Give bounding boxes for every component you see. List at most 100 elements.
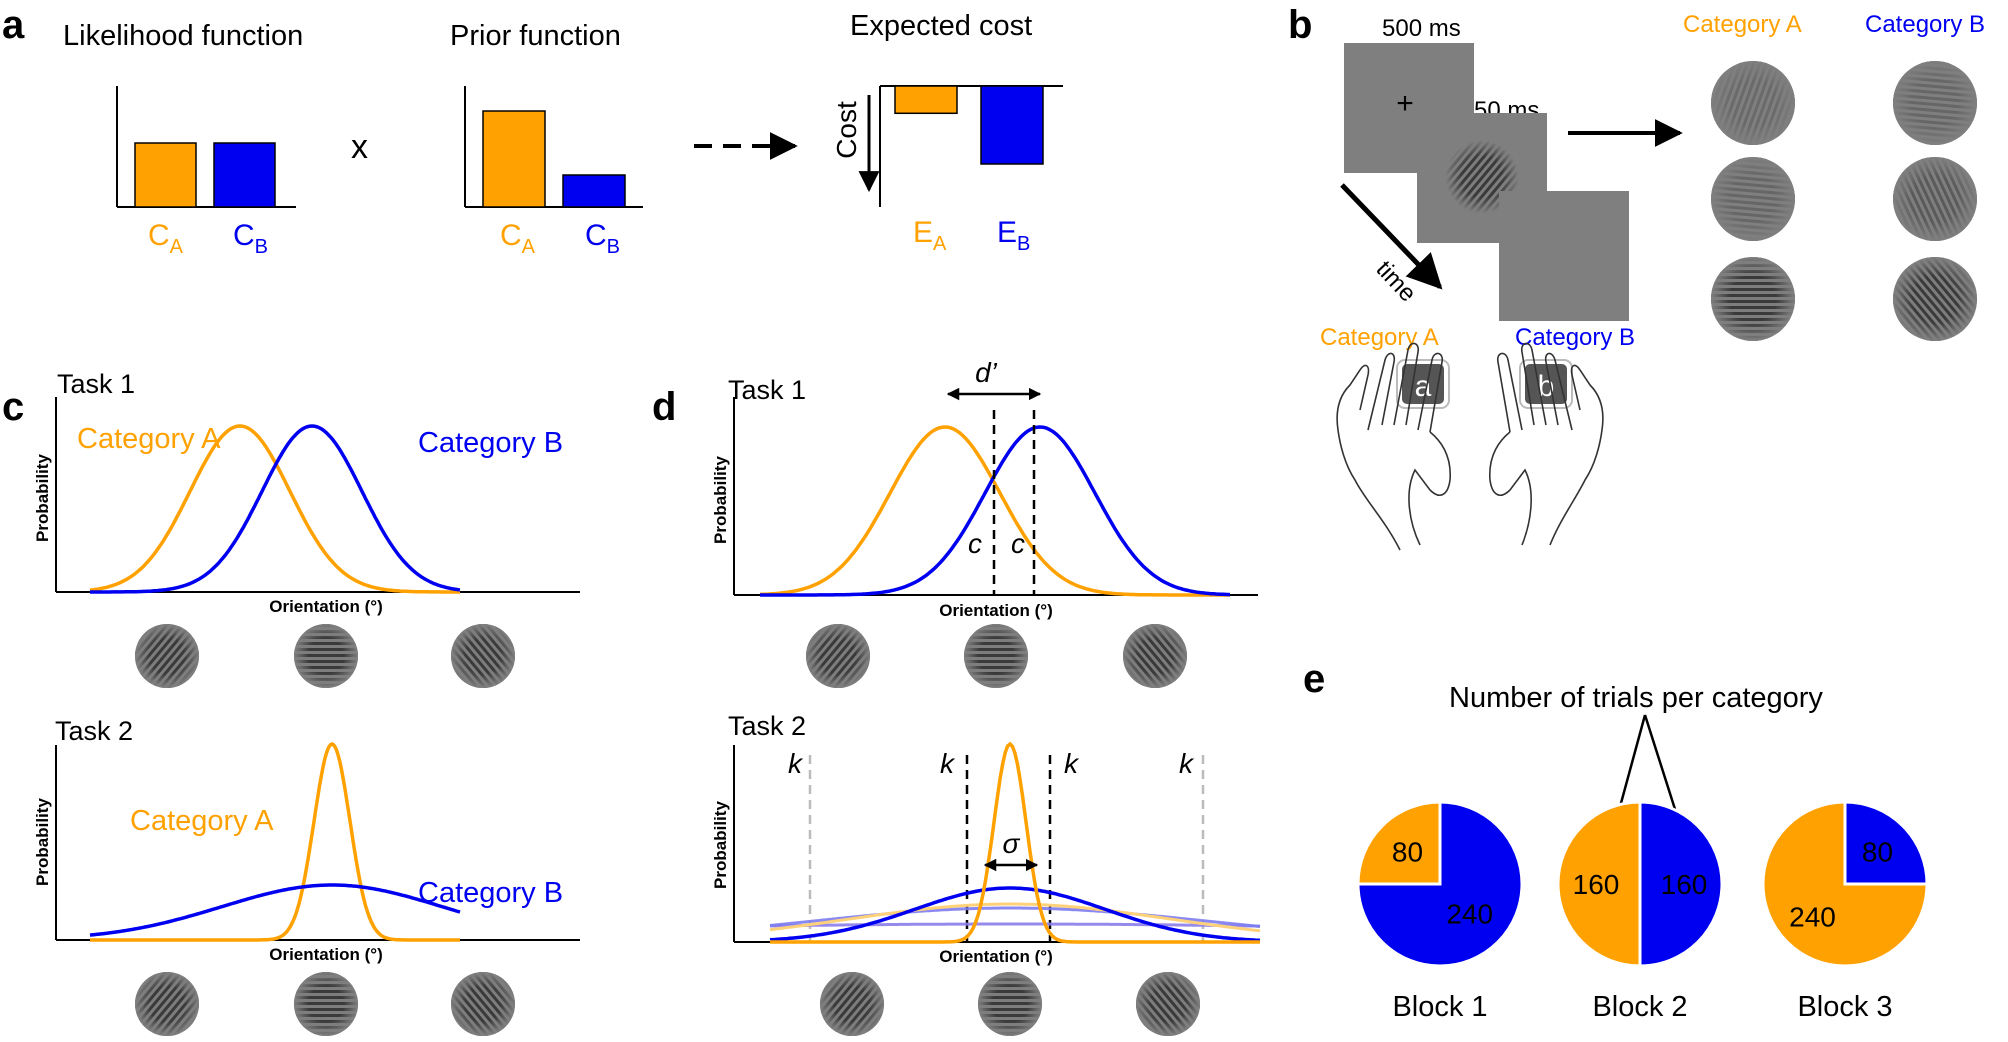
c1-label-category-b: Category B [418,427,563,459]
d1-ylabel: Probability [711,456,730,544]
likelihood-label-cb: CB [233,219,268,258]
panel-d: d Task 1 Probability Orientation (°) d’ … [652,357,1261,1036]
key-b-label: b [1538,370,1555,403]
panel-c-task1-title: Task 1 [57,369,135,399]
key-b-face [1525,364,1567,404]
expected-cost-title: Expected cost [850,10,1032,42]
c1-stim-right-fade [451,624,515,688]
d1-criterion-label-right: c [1011,528,1025,559]
prior-label-cb: CB [585,219,620,258]
panel-c-task2-title: Task 2 [55,716,133,746]
response-category-b-label: Category B [1515,324,1635,351]
c2-stim-right-fade [451,972,515,1036]
sigma-label: σ [1003,828,1021,859]
prior-bar-a [482,110,546,208]
time-label: time [1371,256,1422,308]
d1-xlabel: Orientation (°) [939,601,1053,620]
c2-stim-left-fade [135,972,199,1036]
c1-curve-category-b [90,424,461,594]
prior-title: Prior function [450,20,621,52]
d1-criterion-label-left: c [968,528,982,559]
pie-slice-category-a [1761,800,1929,968]
pie-label-category-a: 160 [1573,869,1620,900]
category-a-examples [1711,61,1795,341]
right-hand-drawing [1489,342,1604,546]
d2-stimuli [820,972,1200,1036]
cost-label-eb: EB [997,216,1030,255]
d2-curve-category-b-medium [769,906,1261,928]
block-label: Block 1 [1392,991,1487,1023]
panel-b-letter: b [1288,3,1312,47]
c1-label-category-a: Category A [77,423,221,455]
cost-label-ea: EA [913,216,947,255]
c1-xlabel: Orientation (°) [269,597,383,616]
example-a-1-fade [1711,61,1795,145]
panel-e: e Number of trials per category 240 80Blo… [1303,657,1929,1023]
panel-b: b 500 ms 50 ms + time Category A Categor… [1288,3,1985,551]
panel-d-task2-title: Task 2 [728,711,806,741]
blank-frame [1499,191,1629,321]
likelihood-bar-b [213,142,276,208]
likelihood-chart: CA CB [116,86,296,258]
d2-stim-left-fade [820,972,884,1036]
example-b-2-fade [1893,157,1977,241]
d2-curve-category-b [769,886,1261,943]
example-b-1-fade [1893,61,1977,145]
c2-curve-category-b [89,883,461,937]
key-a-label: a [1415,370,1432,403]
c2-curve-category-a [90,742,460,942]
cost-bar-a [894,85,958,115]
block-label: Block 2 [1592,991,1687,1023]
example-a-2-fade [1711,157,1795,241]
d1-curve-category-a [759,425,1230,597]
block-label: Block 3 [1797,991,1892,1023]
d2-curve-category-a-wide [769,902,1261,933]
d1-curve-category-b [760,425,1231,597]
expected-cost-chart: Cost EA EB [831,85,1063,255]
c2-stimuli [135,972,515,1036]
c1-stim-mid-fade [294,624,358,688]
likelihood-title: Likelihood function [63,20,303,52]
c2-label-category-b: Category B [418,877,563,909]
pie-label-category-b: 240 [1446,899,1493,930]
c2-stim-mid-fade [294,972,358,1036]
pie-slice-category-a [1356,800,1442,886]
response-category-a-label: Category A [1320,324,1439,351]
example-a-3-fade [1711,257,1795,341]
pie-slice-category-b [1843,800,1929,886]
cost-bar-b [980,85,1044,165]
c1-stimuli [135,624,515,688]
panel-e-letter: e [1303,657,1325,701]
pie-label-category-b: 80 [1862,837,1893,868]
pie-label-category-a: 80 [1392,837,1423,868]
panel-e-title: Number of trials per category [1449,682,1823,714]
panel-c: c Task 1 Probability Orientation (°) Cat… [2,369,580,1036]
times-symbol: x [351,128,368,166]
c2-xlabel: Orientation (°) [269,945,383,964]
left-hand-drawing [1336,342,1451,551]
d2-ylabel: Probability [711,801,730,889]
likelihood-label-ca: CA [148,219,184,258]
panel-d-letter: d [652,385,676,429]
prior-bar-b [562,174,626,208]
cost-axis-label: Cost [831,101,862,159]
example-b-3-fade [1893,257,1977,341]
likelihood-bar-a [134,142,197,208]
pie-label-category-a: 240 [1789,902,1836,933]
d2-xlabel: Orientation (°) [939,947,1053,966]
d2-curve-category-a [770,741,1260,944]
d2-k-label-1: k [788,748,804,779]
c2-ylabel: Probability [33,798,52,886]
c1-ylabel: Probability [33,454,52,542]
pie-slice-category-a [1556,800,1642,968]
pie-label-category-b: 160 [1661,869,1708,900]
examples-header-b: Category B [1865,11,1985,38]
panel-a-letter: a [2,3,25,47]
d2-k-label-3: k [1064,748,1080,779]
examples-header-a: Category A [1683,11,1802,38]
panel-a: a Likelihood function CA CB x Prior func… [2,3,1063,258]
prior-label-ca: CA [500,219,536,258]
d-prime-label: d’ [975,357,998,388]
